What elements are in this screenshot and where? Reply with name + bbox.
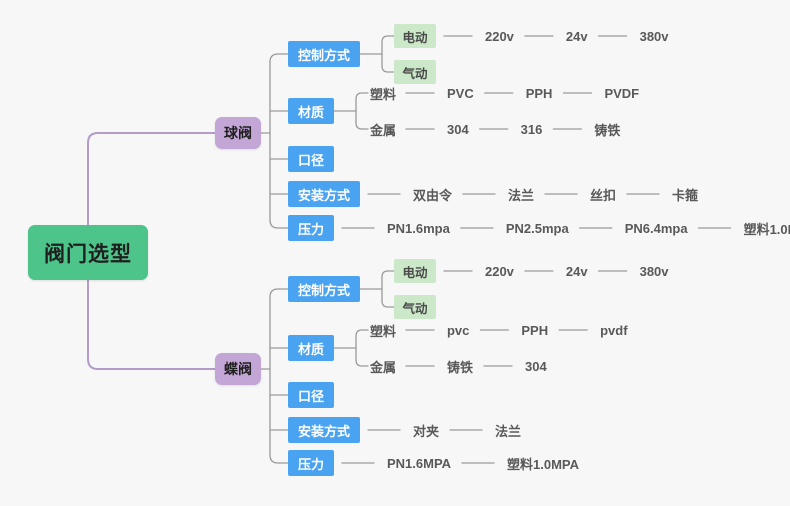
leaf-node-0-4-3[interactable]: 塑料1.0MPA: [743, 221, 790, 237]
category-node-1-0[interactable]: 控制方式: [288, 276, 360, 302]
category-node-0-0[interactable]: 控制方式: [288, 41, 360, 67]
leaf-node-0-4-0[interactable]: PN1.6mpa: [386, 220, 450, 236]
branch-node-0[interactable]: 球阀: [215, 117, 261, 149]
sub-node-1-0-1[interactable]: 气动: [394, 295, 436, 319]
leaf-node-1-0-0-0[interactable]: 220v: [484, 263, 514, 279]
leaf-node-1-0-0-1[interactable]: 24v: [565, 263, 588, 279]
leaf-node-1-4-0[interactable]: PN1.6MPA: [386, 455, 452, 471]
leaf-node-0-1-1-0[interactable]: 304: [446, 121, 469, 137]
sub-node-0-1-1[interactable]: 金属: [369, 122, 396, 138]
category-node-0-1[interactable]: 材质: [288, 98, 334, 124]
leaf-node-1-3-0[interactable]: 对夹: [412, 423, 439, 439]
leaf-node-0-1-0-1[interactable]: PPH: [525, 85, 553, 101]
leaf-node-1-3-1[interactable]: 法兰: [494, 423, 521, 439]
root-node[interactable]: 阀门选型: [28, 225, 148, 280]
category-node-0-4[interactable]: 压力: [288, 215, 334, 241]
leaf-node-1-1-0-0[interactable]: pvc: [446, 322, 470, 338]
leaf-node-1-1-1-1[interactable]: 304: [524, 358, 547, 374]
category-node-1-3[interactable]: 安装方式: [288, 417, 360, 443]
sub-node-0-0-0[interactable]: 电动: [394, 24, 436, 48]
leaf-node-0-4-1[interactable]: PN2.5mpa: [505, 220, 569, 236]
leaf-node-1-4-1[interactable]: 塑料1.0MPA: [507, 456, 580, 472]
leaf-node-0-1-1-2[interactable]: 铸铁: [594, 122, 621, 138]
leaf-node-1-1-0-1[interactable]: PPH: [521, 322, 549, 338]
leaf-node-1-1-1-0[interactable]: 铸铁: [446, 359, 473, 375]
category-node-0-2[interactable]: 口径: [288, 146, 334, 172]
category-node-1-4[interactable]: 压力: [288, 450, 334, 476]
sub-node-0-1-0[interactable]: 塑料: [369, 86, 396, 102]
category-node-1-1[interactable]: 材质: [288, 335, 334, 361]
leaf-node-0-0-0-2[interactable]: 380v: [639, 28, 669, 44]
leaf-node-0-4-2[interactable]: PN6.4mpa: [624, 220, 688, 236]
leaf-node-0-1-0-0[interactable]: PVC: [446, 85, 474, 101]
leaf-node-0-0-0-1[interactable]: 24v: [565, 28, 588, 44]
leaf-node-1-0-0-2[interactable]: 380v: [639, 263, 669, 279]
sub-node-0-0-1[interactable]: 气动: [394, 60, 436, 84]
leaf-node-0-1-0-2[interactable]: PVDF: [604, 85, 640, 101]
leaf-node-0-3-0[interactable]: 双由令: [412, 187, 452, 203]
category-node-1-2[interactable]: 口径: [288, 382, 334, 408]
leaf-node-1-1-0-2[interactable]: pvdf: [600, 322, 628, 338]
leaf-node-0-0-0-0[interactable]: 220v: [484, 28, 514, 44]
leaf-node-0-1-1-1[interactable]: 316: [520, 121, 543, 137]
category-node-0-3[interactable]: 安装方式: [288, 181, 360, 207]
leaf-node-0-3-2[interactable]: 丝扣: [589, 187, 616, 203]
leaf-node-0-3-3[interactable]: 卡箍: [671, 187, 698, 203]
sub-node-1-1-1[interactable]: 金属: [369, 359, 396, 375]
branch-node-1[interactable]: 蝶阀: [215, 353, 261, 385]
sub-node-1-0-0[interactable]: 电动: [394, 259, 436, 283]
leaf-node-0-3-1[interactable]: 法兰: [507, 187, 534, 203]
sub-node-1-1-0[interactable]: 塑料: [369, 323, 396, 339]
